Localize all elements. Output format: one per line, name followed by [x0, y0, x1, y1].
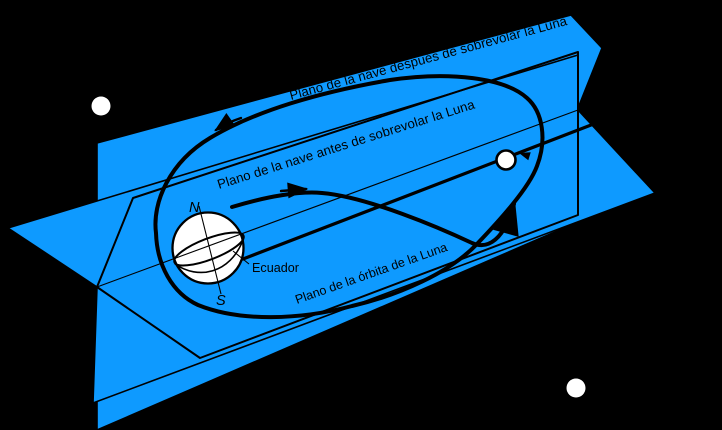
moon-flyby-circle — [495, 149, 517, 171]
equator-pointer-line — [232, 250, 250, 265]
moon-position-dot-lower-right — [566, 378, 586, 398]
moon-orbit-direction-arrowhead — [519, 152, 531, 161]
label-equator: Ecuador — [252, 261, 299, 275]
earth-group — [171, 205, 245, 295]
trajectory-after-flyby — [153, 74, 545, 320]
moon-orbit-line — [241, 98, 658, 261]
return-direction-arrow — [214, 113, 243, 132]
trajectory-before-flyby — [230, 190, 519, 248]
label-south-pole: S — [216, 293, 226, 309]
moon-position-dot-upper-left — [91, 96, 111, 116]
outbound-direction-arrow — [279, 182, 309, 199]
earth-equator-front-arc — [174, 239, 244, 274]
plane-before-flyby-outline — [96, 51, 579, 359]
label-north-pole: N — [189, 200, 200, 216]
earth-axis-line — [198, 205, 222, 295]
node-line — [96, 109, 579, 288]
earth-equator-ellipse — [173, 231, 245, 267]
